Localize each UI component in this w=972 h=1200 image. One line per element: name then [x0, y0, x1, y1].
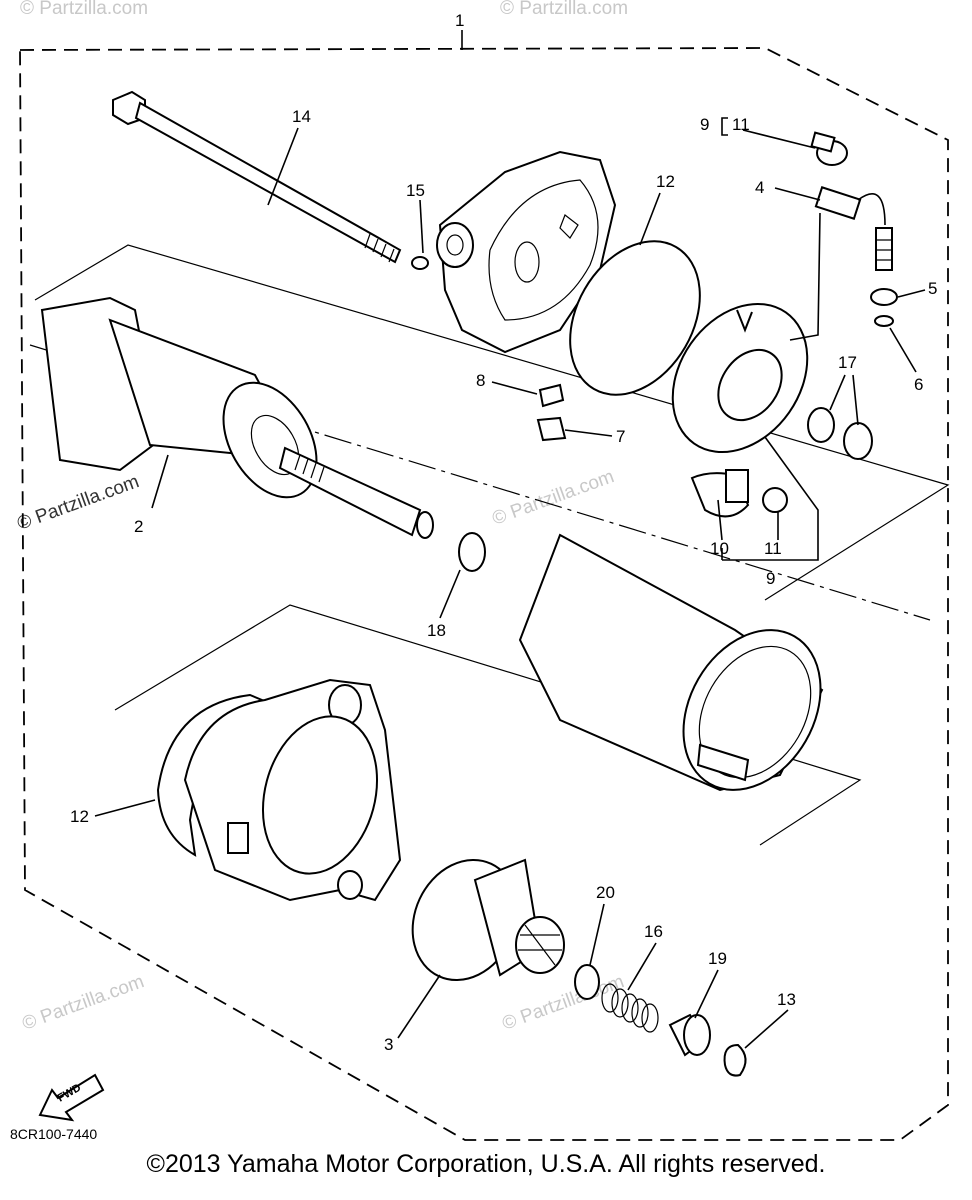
front-cover — [183, 678, 402, 902]
watermark: © Partzilla.com — [490, 466, 617, 530]
brush-plate — [671, 302, 809, 454]
callout-4: 4 — [755, 178, 764, 197]
rear-cover — [436, 150, 617, 354]
gasket-12-top — [569, 240, 701, 396]
fwd-arrow-icon: FWD — [38, 1073, 105, 1122]
callout-8: 8 — [476, 371, 485, 390]
lead-wire — [814, 186, 893, 271]
o-ring-6 — [874, 315, 894, 327]
brush-holder — [690, 469, 788, 518]
callouts: 1 14 15 12 9 11 4 5 6 17 8 7 2 10 11 9 1… — [70, 11, 937, 1054]
o-ring-15 — [411, 256, 429, 270]
assembly-boundary — [19, 47, 949, 1141]
circlip-13 — [723, 1043, 747, 1077]
callout-7: 7 — [616, 427, 625, 446]
callout-5: 5 — [928, 279, 937, 298]
nut-7 — [536, 416, 567, 442]
callout-19: 19 — [708, 949, 727, 968]
diagram-code: 8CR100-7440 — [10, 1126, 98, 1142]
nut-8 — [538, 383, 565, 408]
callout-9-bottom: 9 — [766, 569, 775, 588]
copyright-notice: ©2013 Yamaha Motor Corporation, U.S.A. A… — [146, 1150, 826, 1178]
callout-13: 13 — [777, 990, 796, 1009]
callout-9-top: 9 — [700, 115, 709, 134]
callout-14: 14 — [292, 107, 311, 126]
callout-17: 17 — [838, 353, 857, 372]
callout-11-bottom: 11 — [764, 539, 782, 558]
callout-12-bottom: 12 — [70, 807, 89, 826]
washer-20 — [574, 964, 600, 1000]
watermark: © Partzilla.com — [500, 0, 628, 19]
callout-6: 6 — [914, 375, 923, 394]
watermark: © Partzilla.com — [15, 471, 142, 535]
callout-11-top: 11 — [732, 115, 750, 134]
collar-19 — [668, 1013, 711, 1057]
callout-18: 18 — [427, 621, 446, 640]
starter-clutch — [411, 858, 565, 982]
callout-12-top: 12 — [656, 172, 675, 191]
callout-15: 15 — [406, 181, 425, 200]
callout-10: 10 — [710, 539, 729, 558]
watermark: © Partzilla.com — [20, 971, 147, 1035]
callout-16: 16 — [644, 922, 663, 941]
yoke — [518, 533, 824, 792]
callout-1: 1 — [455, 11, 464, 30]
callout-20: 20 — [596, 883, 615, 902]
spring-16 — [601, 983, 659, 1033]
washer-17a — [807, 407, 835, 443]
washer-5 — [870, 288, 898, 306]
leader-lines — [94, 117, 926, 1049]
upper-plane — [34, 244, 950, 601]
washer-17b — [843, 422, 873, 460]
brush-11-top — [810, 131, 848, 166]
through-bolt — [112, 90, 402, 264]
watermark: © Partzilla.com — [20, 0, 148, 19]
callout-2: 2 — [134, 517, 143, 536]
armature — [40, 296, 434, 539]
watermark: © Partzilla.com — [500, 971, 627, 1035]
washer-18 — [458, 532, 486, 572]
callout-3: 3 — [384, 1035, 393, 1054]
